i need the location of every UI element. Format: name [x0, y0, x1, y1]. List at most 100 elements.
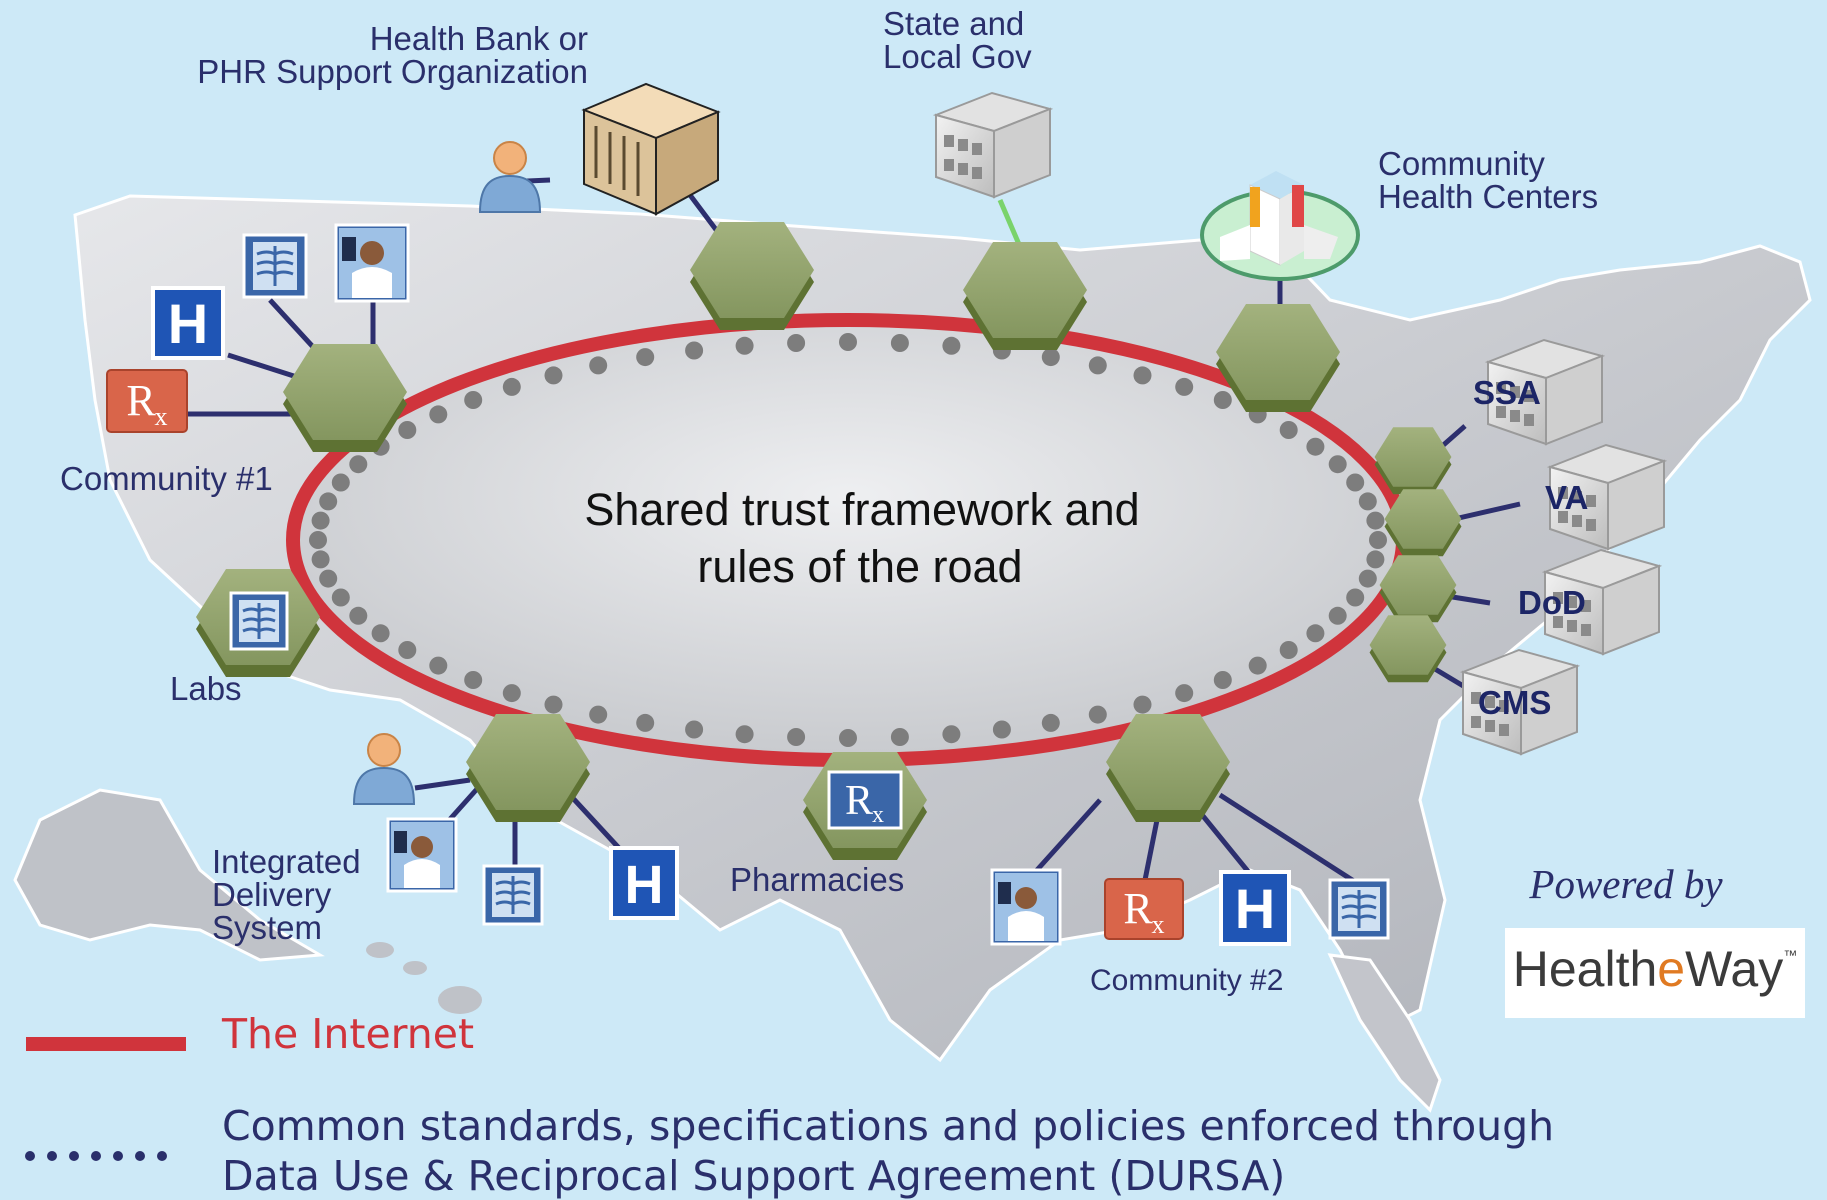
health-bank-label-line2: PHR Support Organization: [197, 53, 588, 90]
state-gov-label-line1: State and: [883, 5, 1024, 42]
ring-dot: [371, 624, 390, 643]
svg-text:x: x: [155, 402, 168, 431]
ssa-label: SSA: [1473, 374, 1541, 411]
ring-dot: [735, 725, 754, 744]
ring-dot: [311, 511, 330, 530]
ring-dot: [1328, 455, 1347, 474]
ring-dot: [1041, 348, 1060, 367]
ring-dot: [1346, 473, 1365, 492]
ring-dot: [890, 334, 909, 352]
ring-dot: [787, 334, 806, 352]
community2-label: Community #2: [1090, 964, 1283, 997]
pharmacy-rx-icon: R x: [827, 770, 903, 830]
ids-person-icon: [353, 733, 415, 805]
svg-text:H: H: [625, 855, 664, 915]
person-icon: [479, 141, 541, 213]
ring-dot: [735, 336, 754, 355]
ids-label-line1: Integrated: [212, 843, 361, 880]
ring-dot: [1133, 366, 1152, 385]
ring-dot: [544, 366, 563, 385]
doctor-icon: [334, 223, 410, 303]
ring-dot: [942, 336, 961, 355]
ring-dot: [1328, 606, 1347, 625]
legend-dot: [69, 1151, 79, 1161]
ring-dot: [636, 713, 655, 732]
ring-dot: [398, 421, 417, 439]
dursa-dotted-ring: [309, 333, 1387, 747]
svg-text:R: R: [1123, 884, 1153, 933]
ring-dot: [589, 705, 608, 724]
legend-dot: [135, 1151, 145, 1161]
ring-dot: [839, 333, 857, 351]
community2-rx-icon: R x: [1104, 878, 1184, 940]
ring-dot: [1041, 713, 1060, 732]
ring-dot: [1366, 550, 1385, 569]
ring-dot: [685, 341, 704, 360]
hospital-icon: H: [151, 286, 225, 360]
health-bank-building-icon: [581, 82, 721, 216]
ring-dot: [331, 588, 350, 607]
ring-dot: [331, 473, 350, 492]
ring-dot: [319, 492, 338, 511]
ring-dot: [464, 671, 483, 689]
xray-icon: [242, 233, 308, 299]
florida-map: [1327, 953, 1442, 1113]
community1-label: Community #1: [60, 460, 273, 497]
ring-dot: [398, 641, 417, 659]
ring-dot: [1358, 569, 1377, 588]
ring-dot: [1346, 588, 1365, 607]
ring-dot: [685, 720, 704, 739]
healtheway-logo: HealtheWay™: [1505, 928, 1805, 1018]
ring-dot: [636, 348, 655, 367]
ring-dot: [502, 684, 521, 703]
labs-xray-icon: [229, 591, 289, 651]
ring-dot: [992, 720, 1011, 739]
state-gov-label-line2: Local Gov: [883, 38, 1032, 75]
ring-dot: [502, 377, 521, 396]
ring-dot: [1088, 356, 1107, 375]
health-bank-label-line1: Health Bank or: [370, 20, 588, 57]
ring-dot: [544, 695, 563, 714]
ids-label-line3: System: [212, 909, 322, 946]
dod-label: DoD: [1518, 584, 1586, 621]
ring-dot: [311, 550, 330, 569]
rx-icon: R x: [106, 369, 188, 433]
ids-doctor-icon: [386, 817, 458, 893]
svg-text:H: H: [168, 292, 208, 355]
ring-dot: [942, 725, 961, 744]
ring-dot: [309, 531, 327, 549]
ring-dot: [589, 356, 608, 375]
ring-dot: [1213, 671, 1232, 689]
legend-internet-label: The Internet: [221, 1010, 474, 1058]
ring-dot: [464, 391, 483, 409]
ring-dot: [1133, 695, 1152, 714]
ring-dot: [1248, 656, 1267, 675]
ring-dot: [349, 455, 368, 474]
ring-dot: [429, 405, 448, 424]
ring-dot: [787, 728, 806, 746]
ring-dot: [1175, 377, 1194, 396]
powered-by-text: Powered by: [1528, 861, 1723, 907]
community2-hospital-icon: H: [1219, 870, 1291, 946]
ring-dot: [1175, 684, 1194, 703]
svg-text:x: x: [872, 802, 884, 828]
legend-dot: [113, 1151, 123, 1161]
ring-dot: [429, 656, 448, 675]
svg-text:HealtheWay™: HealtheWay™: [1513, 941, 1798, 997]
chc-label-line1: Community: [1378, 145, 1545, 182]
svg-text:H: H: [1235, 877, 1275, 940]
legend-dot: [157, 1151, 167, 1161]
trust-framework-area: [293, 320, 1403, 760]
ids-xray-icon: [482, 864, 544, 926]
ring-dot: [1306, 624, 1325, 643]
legend-standards-line1: Common standards, specifications and pol…: [222, 1102, 1554, 1150]
state-gov-building-icon: [935, 92, 1051, 198]
ids-hospital-icon: H: [609, 846, 679, 920]
ring-dot: [1088, 705, 1107, 724]
ring-dot: [1358, 492, 1377, 511]
ring-dot: [1306, 437, 1325, 456]
ring-dot: [349, 606, 368, 625]
legend-dot: [47, 1151, 57, 1161]
svg-text:R: R: [845, 778, 873, 824]
